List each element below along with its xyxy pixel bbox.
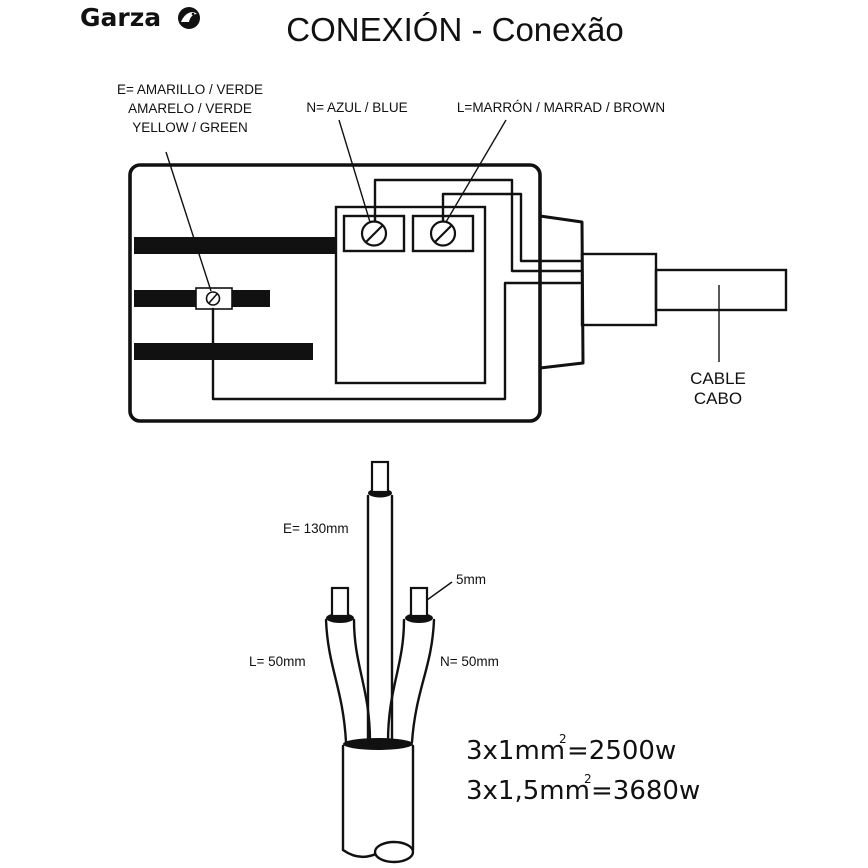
strip-leader-line xyxy=(426,581,453,601)
brand-logo: Garza xyxy=(80,3,200,32)
neutral-conductor-tip xyxy=(409,586,429,618)
cable-sleeve xyxy=(580,252,658,327)
rating-base: 3x1,5mm xyxy=(466,776,590,806)
earth-length-label: E= 130mm xyxy=(283,521,349,536)
brand-name: Garza xyxy=(80,3,161,32)
outer-sheath-top xyxy=(343,738,413,750)
live-wire xyxy=(441,192,582,263)
cable-gland xyxy=(539,214,585,370)
earth-wire xyxy=(211,281,582,401)
earth-label-line-1: E= AMARILLO / VERDE xyxy=(117,82,263,97)
neutral-length-label: N= 50mm xyxy=(440,654,499,669)
earth-label-line-3: YELLOW / GREEN xyxy=(132,120,248,135)
live-length-label: L= 50mm xyxy=(249,654,306,669)
live-conductor-left-edge xyxy=(324,618,348,744)
earth-leader-line xyxy=(165,151,212,292)
rating-1-5mm: 3x1,5mm 2 =3680w xyxy=(466,772,700,806)
plug-diagram: E= AMARILLO / VERDE AMARELO / VERDE YELL… xyxy=(117,82,788,423)
rating-1mm: 3x1mm 2 =2500w xyxy=(466,732,676,766)
cable-label-line-1: CABLE xyxy=(690,369,746,388)
brand-bird-icon xyxy=(178,7,200,29)
rating-exponent: 2 xyxy=(584,772,592,786)
power-ratings: 3x1mm 2 =2500w 3x1,5mm 2 =3680w xyxy=(466,732,700,806)
earth-conductor-tip xyxy=(370,460,390,494)
page-title: CONEXIÓN - Conexão xyxy=(286,11,623,48)
outer-sheath-end xyxy=(373,840,415,864)
rating-base: 3x1mm xyxy=(466,736,565,766)
rating-value: =3680w xyxy=(591,776,700,806)
rating-exponent: 2 xyxy=(559,732,567,746)
neutral-wire xyxy=(373,178,582,273)
terminal-block xyxy=(334,205,487,385)
neutral-label: N= AZUL / BLUE xyxy=(306,100,407,115)
earth-label-line-2: AMARELO / VERDE xyxy=(128,101,252,116)
live-conductor-right-edge xyxy=(352,618,372,744)
strip-length-label: 5mm xyxy=(456,572,486,587)
plug-pin-top xyxy=(134,237,336,254)
plug-housing xyxy=(128,163,542,423)
neutral-conductor-left-edge xyxy=(386,618,406,744)
live-leader-line xyxy=(445,119,507,223)
neutral-conductor-right-edge xyxy=(410,618,436,744)
earth-screw-terminal xyxy=(195,287,233,310)
live-conductor-tip xyxy=(330,586,350,618)
wire-stripping-diagram: E= 130mm 5mm L= 50mm N= 50mm xyxy=(249,460,499,864)
cable-label-line-2: CABO xyxy=(694,389,742,408)
plug-pin-bottom xyxy=(134,343,313,360)
rating-value: =2500w xyxy=(567,736,676,766)
live-label: L=MARRÓN / MARRAD / BROWN xyxy=(457,100,665,115)
cable xyxy=(654,268,788,312)
neutral-leader-line xyxy=(338,119,371,223)
